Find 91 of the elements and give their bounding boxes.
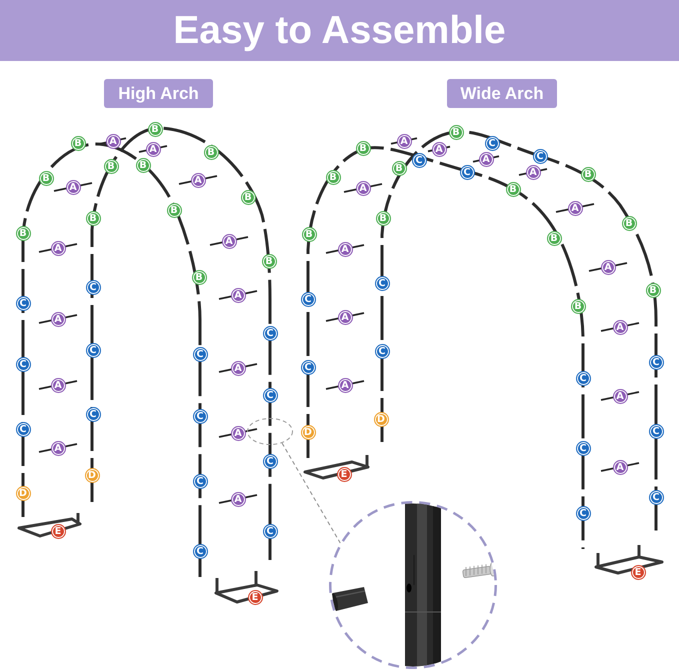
callout-letter: A bbox=[50, 378, 66, 392]
callout-letter: A bbox=[612, 320, 628, 334]
callout-letter: C bbox=[576, 440, 590, 456]
callout-letter: A bbox=[478, 152, 494, 166]
callout-letter: B bbox=[506, 182, 520, 196]
callout-letter: B bbox=[38, 170, 54, 186]
callout-letter: B bbox=[546, 230, 562, 246]
callout-letter: A bbox=[600, 260, 616, 274]
callout-letter: C bbox=[374, 276, 390, 290]
callout-letter: C bbox=[86, 342, 100, 358]
callout-letter: B bbox=[16, 226, 30, 240]
callout-letter: C bbox=[192, 408, 208, 424]
callout-letter: C bbox=[460, 164, 474, 180]
callout-letter: A bbox=[612, 388, 628, 404]
callout-letter: A bbox=[338, 378, 352, 392]
callout-letter: D bbox=[300, 424, 316, 440]
callout-letter: B bbox=[204, 144, 218, 160]
detail-marker-ellipse bbox=[247, 418, 293, 445]
callout-letter: C bbox=[192, 544, 208, 558]
callout-letter: A bbox=[526, 164, 540, 180]
callout-letter: C bbox=[16, 422, 30, 436]
callout-letter: C bbox=[192, 474, 208, 488]
callout-letter: C bbox=[576, 370, 590, 386]
callout-letter: B bbox=[356, 140, 370, 156]
callout-letter: B bbox=[262, 254, 276, 268]
callout-letter: A bbox=[50, 440, 66, 456]
callout-letter: C bbox=[262, 388, 278, 402]
callout-letter: B bbox=[148, 122, 162, 136]
callout-letter: C bbox=[300, 292, 316, 306]
callout-letter: A bbox=[612, 460, 628, 474]
callout-letter: D bbox=[16, 486, 30, 500]
leader-line bbox=[282, 442, 341, 544]
callout-letter: C bbox=[648, 424, 664, 438]
callout-letter: A bbox=[230, 360, 246, 376]
callout-letter: B bbox=[392, 160, 406, 176]
callout-letter: C bbox=[16, 356, 30, 372]
callout-letter: B bbox=[302, 226, 316, 242]
callout-letter: D bbox=[84, 468, 100, 482]
callout-letter: B bbox=[376, 210, 390, 226]
callout-letter: C bbox=[648, 490, 664, 504]
arch-type-tag: High Arch bbox=[104, 79, 213, 108]
callout-letter: B bbox=[570, 298, 586, 314]
callout-letter: B bbox=[326, 170, 340, 184]
callout-letter: C bbox=[86, 280, 100, 294]
title: Easy to Assemble bbox=[173, 8, 506, 52]
callout-letter: B bbox=[646, 282, 660, 298]
callout-letter: C bbox=[374, 344, 390, 358]
callout-letter: C bbox=[576, 506, 590, 520]
callout-letter: B bbox=[192, 270, 206, 284]
callout-letter: A bbox=[50, 240, 66, 256]
callout-letter: A bbox=[568, 200, 582, 216]
callout-letter: E bbox=[336, 466, 352, 482]
callout-letter: C bbox=[648, 354, 664, 370]
callout-letter: B bbox=[448, 124, 464, 140]
callout-letter: D bbox=[374, 412, 388, 426]
arch-type-tag: Wide Arch bbox=[447, 79, 557, 108]
callout-letter: B bbox=[240, 190, 256, 204]
callout-letter: A bbox=[146, 142, 160, 156]
callout-letter: A bbox=[338, 242, 352, 256]
callout-letter: B bbox=[70, 136, 86, 150]
callout-letter: A bbox=[230, 426, 246, 440]
callout-letter: A bbox=[230, 492, 246, 506]
callout-letter: A bbox=[432, 142, 446, 156]
callout-letter: C bbox=[300, 360, 316, 374]
callout-letter: A bbox=[356, 180, 370, 196]
callout-letter: B bbox=[622, 216, 636, 230]
callout-letter: C bbox=[484, 136, 500, 150]
callout-letter: A bbox=[50, 312, 66, 326]
callout-letter: C bbox=[532, 148, 548, 164]
callout-letter: A bbox=[396, 134, 412, 148]
callout-letter: E bbox=[50, 524, 66, 538]
callout-letter: A bbox=[222, 234, 236, 248]
callout-letter: C bbox=[412, 152, 426, 168]
callout-letter: A bbox=[106, 134, 120, 148]
callout-letter: B bbox=[136, 158, 150, 172]
callout-letter: C bbox=[262, 524, 278, 538]
callout-letter: C bbox=[16, 296, 30, 310]
callout-letter: A bbox=[230, 288, 246, 302]
callout-letter: B bbox=[86, 210, 100, 226]
callout-letter: A bbox=[66, 180, 80, 194]
callout-letter: A bbox=[338, 310, 352, 324]
callout-letter: B bbox=[104, 158, 118, 174]
callout-letter: E bbox=[248, 590, 262, 604]
callout-letter: A bbox=[190, 172, 206, 188]
callout-letter: B bbox=[580, 166, 596, 182]
callout-letter: C bbox=[262, 326, 278, 340]
callout-letter: C bbox=[262, 454, 278, 468]
callout-letter: C bbox=[86, 406, 100, 422]
callout-letter: E bbox=[630, 564, 646, 580]
callout-letter: C bbox=[192, 346, 208, 362]
callout-letter: B bbox=[166, 202, 182, 218]
